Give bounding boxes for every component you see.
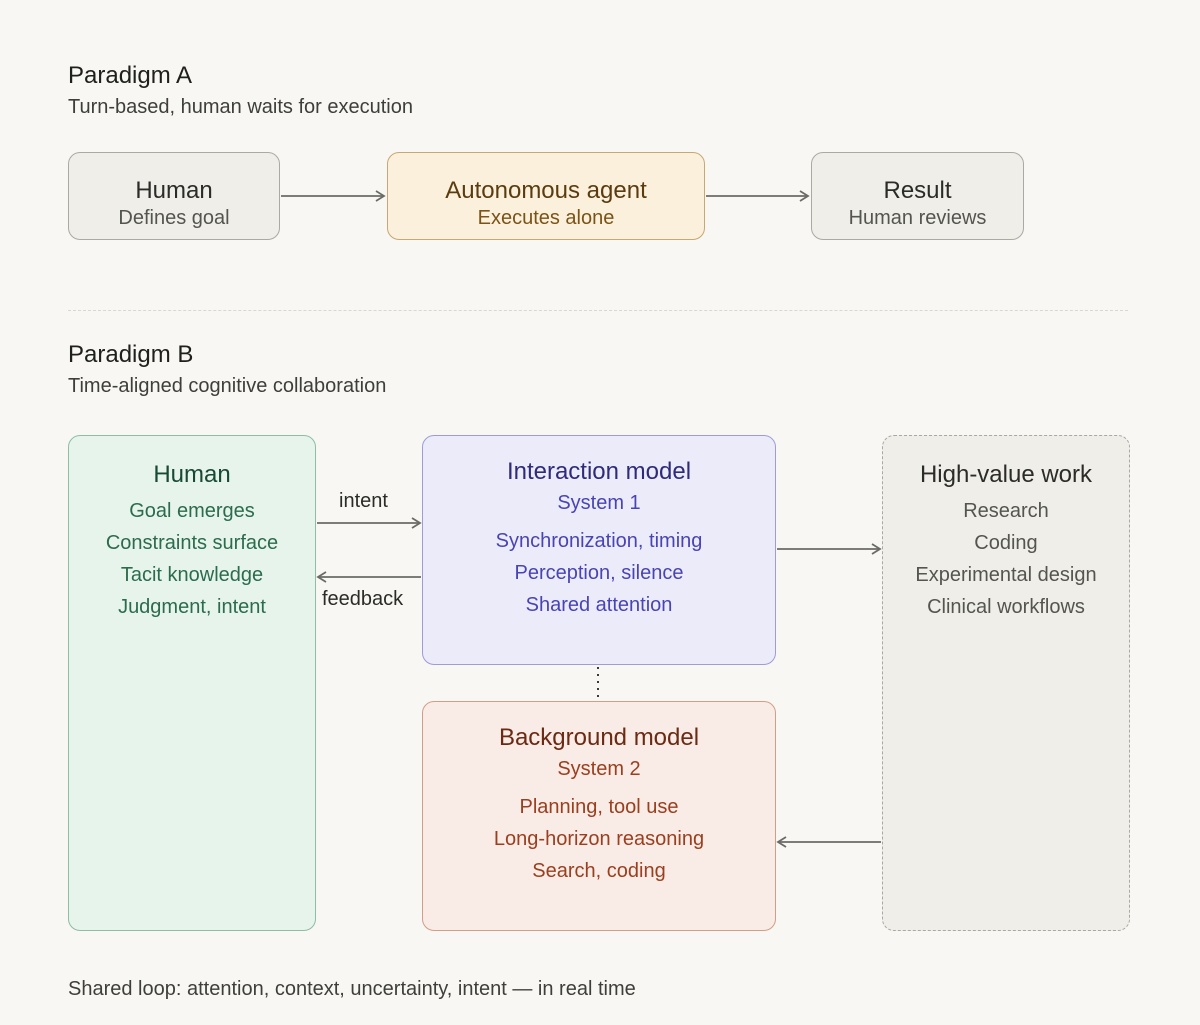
- high-value-work-title: High-value work: [919, 461, 1093, 488]
- paradigm-a-human-sub: Defines goal: [118, 207, 230, 229]
- paradigm-a-agent-title: Autonomous agent: [445, 177, 647, 204]
- work-line-coding: Coding: [974, 532, 1038, 554]
- interaction-model-box: Interaction model System 1 Synchronizati…: [422, 435, 776, 665]
- paradigm-b-subtitle: Time-aligned cognitive collaboration: [68, 375, 387, 397]
- paradigm-a-result-title: Result: [883, 177, 952, 204]
- work-line-clinical: Clinical workflows: [927, 596, 1085, 618]
- work-line-research: Research: [963, 500, 1049, 522]
- work-line-experimental: Experimental design: [915, 564, 1097, 586]
- interaction-line-perception: Perception, silence: [514, 562, 684, 584]
- feedback-label: feedback: [322, 588, 404, 610]
- human-line-judgment: Judgment, intent: [118, 596, 266, 618]
- interaction-model-title: Interaction model: [506, 458, 692, 485]
- background-model-box: Background model System 2 Planning, tool…: [422, 701, 776, 931]
- paradigm-b-title: Paradigm B: [68, 341, 194, 368]
- paradigm-a-human-box: Human Defines goal: [68, 152, 280, 240]
- background-model-title: Background model: [498, 724, 700, 751]
- paradigm-b-human-box: Human Goal emerges Constraints surface T…: [68, 435, 316, 931]
- interaction-line-attention: Shared attention: [525, 594, 673, 616]
- section-divider: [68, 310, 1128, 311]
- paradigm-a-human-title: Human: [135, 177, 213, 204]
- paradigm-a-agent-box: Autonomous agent Executes alone: [387, 152, 705, 240]
- interaction-model-sub: System 1: [557, 492, 641, 514]
- background-line-reasoning: Long-horizon reasoning: [493, 828, 705, 850]
- background-model-sub: System 2: [557, 758, 641, 780]
- human-line-goal: Goal emerges: [129, 500, 255, 522]
- interaction-line-sync: Synchronization, timing: [495, 530, 703, 552]
- paradigm-a-agent-sub: Executes alone: [477, 207, 615, 229]
- paradigm-a-result-box: Result Human reviews: [811, 152, 1024, 240]
- paradigm-a-result-sub: Human reviews: [848, 207, 987, 229]
- human-line-constraints: Constraints surface: [105, 532, 279, 554]
- background-line-search: Search, coding: [532, 860, 666, 882]
- human-line-tacit: Tacit knowledge: [120, 564, 264, 586]
- paradigm-a-subtitle: Turn-based, human waits for execution: [68, 96, 413, 118]
- paradigm-b-human-title: Human: [153, 461, 231, 488]
- intent-label: intent: [339, 490, 388, 512]
- paradigm-a-title: Paradigm A: [68, 62, 193, 89]
- footer-caption: Shared loop: attention, context, uncerta…: [68, 978, 636, 1000]
- high-value-work-box: High-value work Research Coding Experime…: [882, 435, 1130, 931]
- background-line-planning: Planning, tool use: [519, 796, 679, 818]
